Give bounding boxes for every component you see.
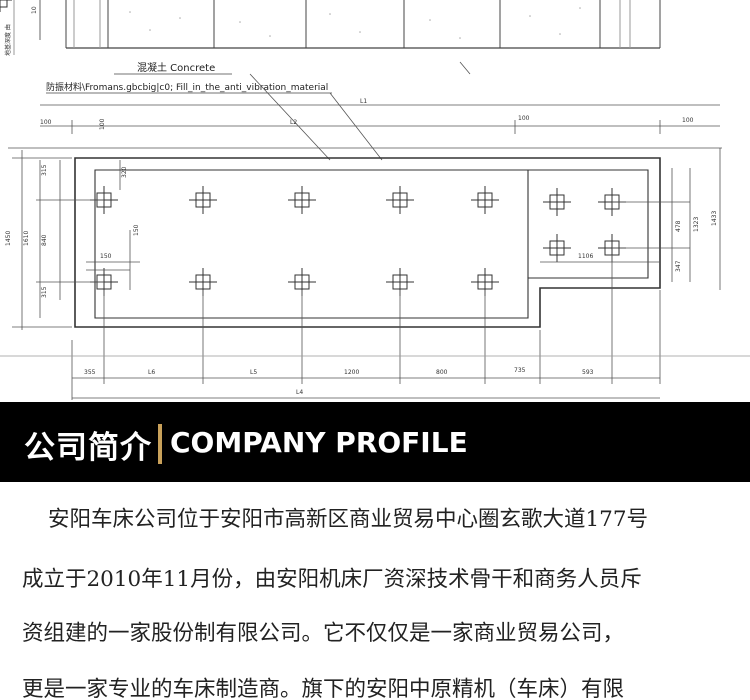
dim-10-top: 10 <box>31 6 38 14</box>
dim-L1: L1 <box>360 98 367 105</box>
dim-315: 315 <box>41 164 48 176</box>
dim-150-a: 150 <box>100 253 112 260</box>
title-separator <box>158 424 162 464</box>
dim-320: 320 <box>121 166 128 178</box>
foundation-outline <box>74 157 661 328</box>
concrete-label: 混凝土 Concrete <box>137 61 215 74</box>
dim-150-b: 150 <box>133 224 140 236</box>
drawing-svg: 地基深度 由 10 混凝土 Concrete 防振材料\Fromans.gbcb… <box>0 0 750 400</box>
dim-478: 478 <box>675 220 682 232</box>
anti-vibration-label: 防振材料\Fromans.gbcbig|c0; Fill_in_the_anti… <box>46 81 328 93</box>
section-title-en: COMPANY PROFILE <box>170 426 468 459</box>
dim-1106: 1106 <box>578 253 593 260</box>
dim-315-b: 315 <box>41 286 48 298</box>
dim-347: 347 <box>675 260 682 272</box>
dim-1610: 1610 <box>23 231 30 246</box>
dim-100-c: 100 <box>518 115 530 122</box>
dim-355: 355 <box>84 369 96 376</box>
dim-800: 800 <box>436 369 448 376</box>
dim-100-b: 100 <box>99 118 106 130</box>
dim-L5: L5 <box>250 369 257 376</box>
dim-1323: 1323 <box>693 217 700 232</box>
dim-100-d: 100 <box>682 117 694 124</box>
side-note: 地基深度 由 <box>4 24 12 56</box>
dim-L4: L4 <box>296 389 303 396</box>
dim-593: 593 <box>582 369 594 376</box>
profile-line-4: 更是一家专业的车床制造商。旗下的安阳中原精机（车床）有限 <box>22 677 625 700</box>
foundation-drawing: 地基深度 由 10 混凝土 Concrete 防振材料\Fromans.gbcb… <box>0 0 750 400</box>
profile-line-1: 安阳车床公司位于安阳市高新区商业贸易中心圈玄歌大道177号 <box>48 507 649 532</box>
dim-100-a: 100 <box>40 119 52 126</box>
dim-1433: 1433 <box>711 211 718 226</box>
section-banner: 公司简介 COMPANY PROFILE <box>0 402 750 482</box>
wall-section <box>13 0 661 55</box>
dim-735: 735 <box>514 367 526 374</box>
company-profile-text: 安阳车床公司位于安阳市高新区商业贸易中心圈玄歌大道177号 成立于2010年11… <box>0 482 750 700</box>
profile-line-3: 资组建的一家股份制有限公司。它不仅仅是一家商业贸易公司， <box>22 621 625 646</box>
dim-1200: 1200 <box>344 369 359 376</box>
anchor-bolts-left <box>0 0 12 12</box>
dim-L2: L2 <box>290 119 297 126</box>
dim-840: 840 <box>41 234 48 246</box>
profile-line-2: 成立于2010年11月份，由安阳机床厂资深技术骨干和商务人员斥 <box>22 567 642 592</box>
bolt-grid <box>90 186 626 296</box>
dim-1450: 1450 <box>5 231 12 246</box>
section-title-cn: 公司简介 <box>24 430 152 466</box>
dim-L6: L6 <box>148 369 155 376</box>
